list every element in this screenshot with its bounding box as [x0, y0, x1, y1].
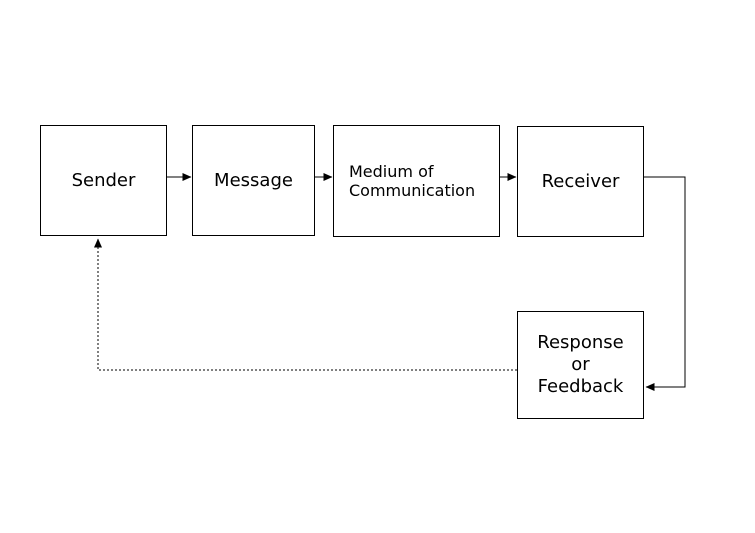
node-message-label: Message [214, 169, 293, 191]
edge-receiver-to-response [644, 176, 686, 391]
node-medium-label: Medium of Communication [349, 161, 476, 200]
node-receiver: Receiver [517, 126, 644, 237]
node-sender-label: Sender [71, 169, 136, 191]
node-receiver-label: Receiver [541, 170, 620, 192]
node-sender: Sender [40, 125, 167, 236]
node-medium-of-communication: Medium of Communication [333, 125, 500, 237]
node-response-label: Response or Feedback [537, 332, 624, 397]
node-message: Message [192, 125, 315, 236]
edge-response-to-sender-dotted [94, 238, 517, 371]
node-response-or-feedback: Response or Feedback [517, 311, 644, 419]
